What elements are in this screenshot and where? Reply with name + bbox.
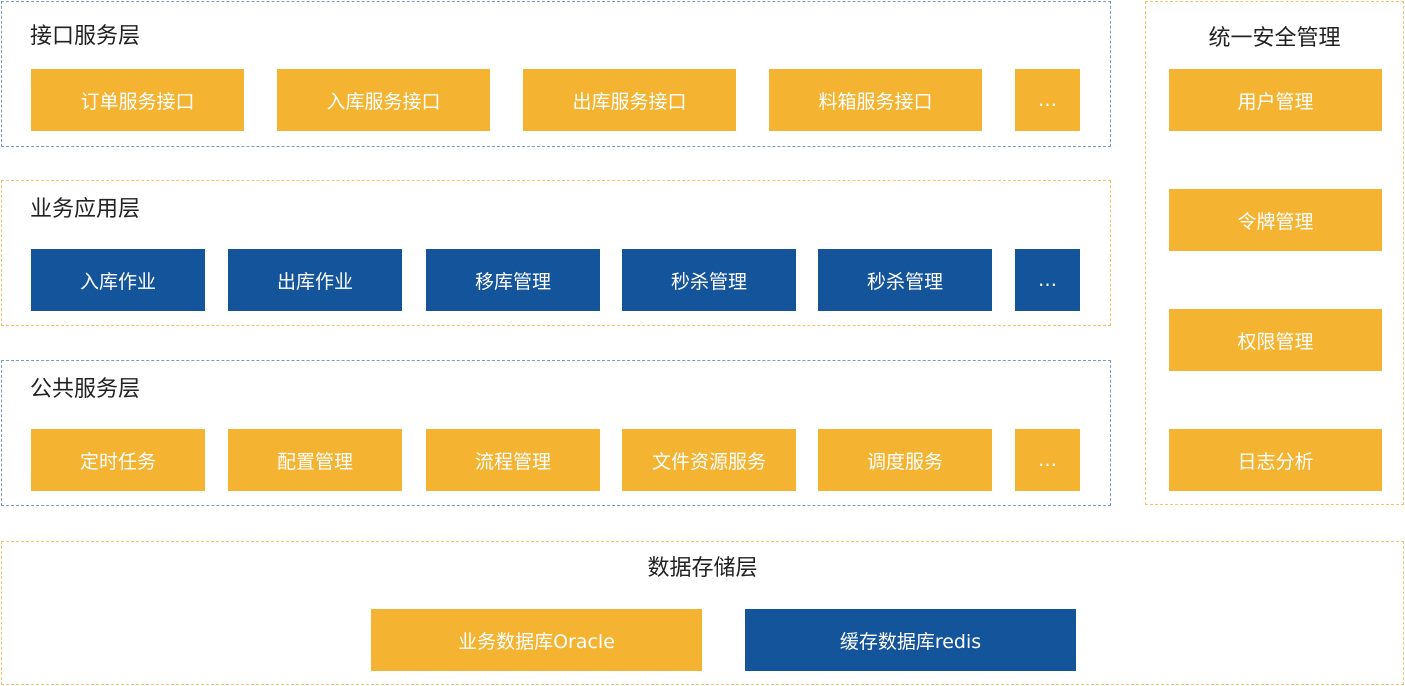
config-management: 配置管理 [228,429,402,491]
flash-sale-management-2: 秒杀管理 [818,249,992,311]
interface-service-layer [1,1,1111,147]
outbound-service-interface: 出库服务接口 [523,69,736,131]
bin-service-interface: 料箱服务接口 [769,69,982,131]
common-layer-title: 公共服务层 [30,377,141,402]
file-resource-service: 文件资源服务 [622,429,796,491]
outbound-operation: 出库作业 [228,249,402,311]
transfer-management: 移库管理 [426,249,600,311]
security-layer-title: 统一安全管理 [1208,26,1341,51]
data-storage-layer [1,541,1404,685]
scheduled-task: 定时任务 [31,429,205,491]
unified-security-layer [1145,1,1404,505]
business-more: … [1015,249,1080,311]
business-application-layer [1,180,1111,326]
common-more: … [1015,429,1080,491]
log-analysis: 日志分析 [1169,429,1382,491]
business-layer-title: 业务应用层 [30,197,141,222]
inbound-service-interface: 入库服务接口 [277,69,490,131]
flash-sale-management-1: 秒杀管理 [622,249,796,311]
interface-more: … [1015,69,1080,131]
user-management: 用户管理 [1169,69,1382,131]
inbound-operation: 入库作业 [31,249,205,311]
cache-database-redis: 缓存数据库redis [745,609,1076,671]
order-service-interface: 订单服务接口 [31,69,244,131]
common-service-layer [1,360,1111,506]
business-database-oracle: 业务数据库Oracle [371,609,702,671]
workflow-management: 流程管理 [426,429,600,491]
dispatch-service: 调度服务 [818,429,992,491]
permission-management: 权限管理 [1169,309,1382,371]
storage-layer-title: 数据存储层 [647,556,758,581]
token-management: 令牌管理 [1169,189,1382,251]
interface-layer-title: 接口服务层 [30,24,141,49]
